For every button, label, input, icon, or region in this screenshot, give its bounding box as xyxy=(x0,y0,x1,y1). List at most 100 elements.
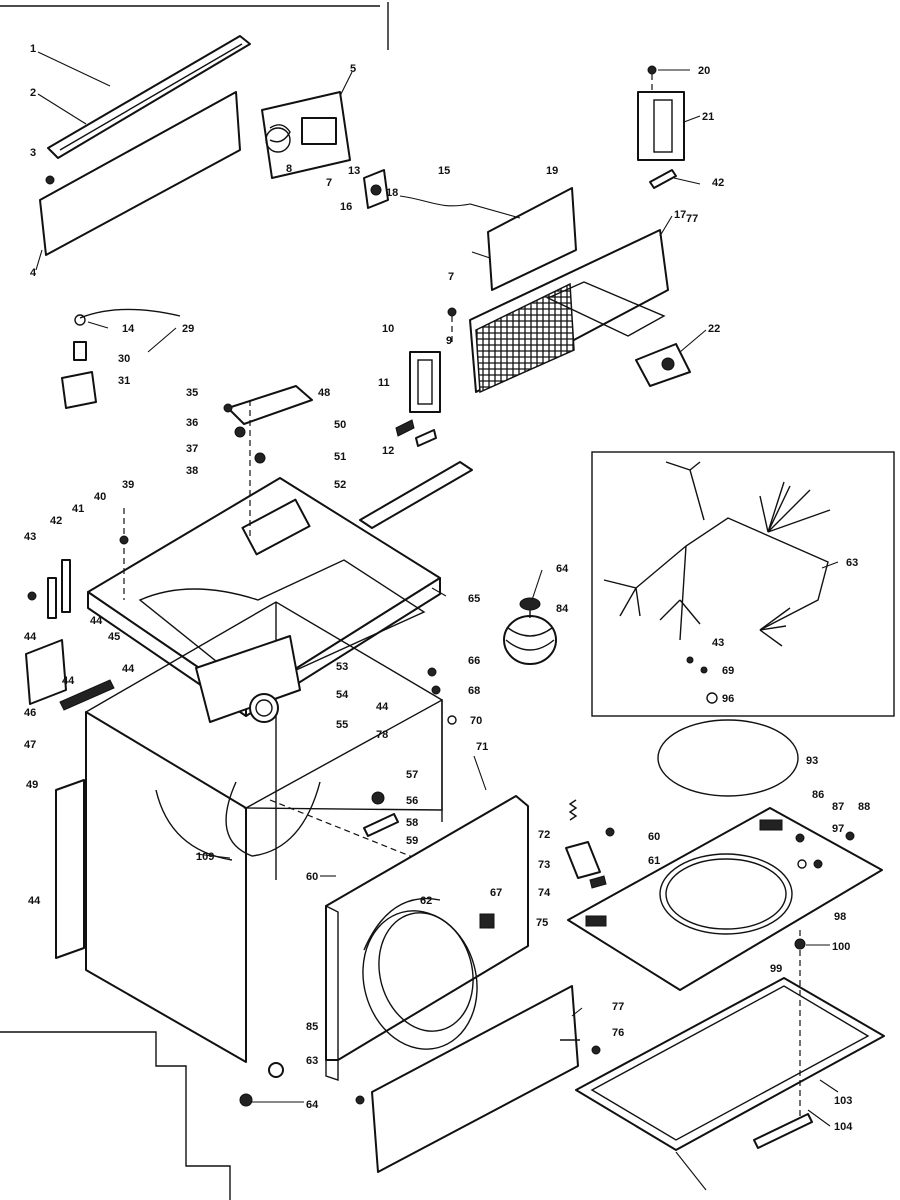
label-42a: 42 xyxy=(50,515,62,527)
label-21: 21 xyxy=(702,111,714,123)
clip-57 xyxy=(371,791,385,805)
control-panel-grille xyxy=(469,229,669,394)
left-hinge-brackets xyxy=(25,508,129,711)
label-15: 15 xyxy=(438,165,450,177)
label-10: 10 xyxy=(382,323,394,335)
left-side-panel xyxy=(55,779,85,959)
knob-22 xyxy=(635,343,691,387)
switch-cover-48 xyxy=(223,385,313,464)
label-64a: 64 xyxy=(306,1099,319,1111)
screw-76 xyxy=(591,1045,601,1055)
label-99: 99 xyxy=(770,963,782,975)
screw-88 xyxy=(845,831,855,841)
screw-64 xyxy=(239,1093,253,1107)
screw-3 xyxy=(45,175,55,185)
label-13: 13 xyxy=(348,165,360,177)
screw-66 xyxy=(427,667,437,677)
label-9: 9 xyxy=(446,335,452,347)
part-labels: 1 2 3 4 5 7 7 8 9 10 11 12 13 14 15 16 1… xyxy=(24,43,870,1133)
label-49: 49 xyxy=(26,779,38,791)
label-58: 58 xyxy=(406,817,418,829)
label-44c: 44 xyxy=(62,675,75,687)
label-55: 55 xyxy=(336,719,348,731)
label-7a: 7 xyxy=(326,177,332,189)
label-60a: 60 xyxy=(306,871,318,883)
label-43b: 43 xyxy=(712,637,724,649)
label-44d: 44 xyxy=(28,895,41,907)
label-47: 47 xyxy=(24,739,36,751)
label-12: 12 xyxy=(382,445,394,457)
label-63b: 63 xyxy=(846,557,858,569)
label-66: 66 xyxy=(468,655,480,667)
washer-70 xyxy=(447,715,457,725)
spring-assembly xyxy=(565,799,607,889)
label-86: 86 xyxy=(812,789,824,801)
label-72: 72 xyxy=(538,829,550,841)
label-14: 14 xyxy=(122,323,135,335)
label-17: 17 xyxy=(674,209,686,221)
console-rear-panel xyxy=(39,91,241,256)
label-41: 41 xyxy=(72,503,84,515)
scan-edge-steps xyxy=(0,1031,231,1200)
label-11: 11 xyxy=(378,377,390,389)
panel-outline-dashed xyxy=(546,281,666,337)
label-84: 84 xyxy=(556,603,569,615)
label-70: 70 xyxy=(470,715,482,727)
label-78: 78 xyxy=(376,729,388,741)
label-98: 98 xyxy=(834,911,846,923)
label-42b: 42 xyxy=(712,177,724,189)
label-62: 62 xyxy=(420,895,432,907)
wire-harness-inset xyxy=(591,451,895,717)
label-74: 74 xyxy=(538,887,551,899)
hinge-21 xyxy=(637,65,685,189)
cabinet xyxy=(85,601,443,1063)
switch-bracket xyxy=(363,169,389,209)
label-39: 39 xyxy=(122,479,134,491)
label-57: 57 xyxy=(406,769,418,781)
wire-leader xyxy=(399,195,521,219)
label-8: 8 xyxy=(286,163,292,175)
label-77b: 77 xyxy=(686,213,698,225)
base-plate xyxy=(567,807,883,991)
screw-bottom xyxy=(355,1095,365,1105)
label-56: 56 xyxy=(406,795,418,807)
label-69: 69 xyxy=(722,665,734,677)
screw-68 xyxy=(431,685,441,695)
label-1: 1 xyxy=(30,43,36,55)
washer-97 xyxy=(797,859,807,869)
label-76: 76 xyxy=(612,1027,624,1039)
leader-lines xyxy=(35,51,839,1127)
label-60b: 60 xyxy=(648,831,660,843)
screw-98 xyxy=(813,859,823,869)
label-44e: 44 xyxy=(376,701,389,713)
timer-assembly xyxy=(261,91,351,179)
label-50: 50 xyxy=(334,419,346,431)
front-panel xyxy=(325,795,529,1081)
label-43a: 43 xyxy=(24,531,36,543)
label-20: 20 xyxy=(698,65,710,77)
label-75: 75 xyxy=(536,917,548,929)
label-44f: 44 xyxy=(24,631,37,643)
label-37: 37 xyxy=(186,443,198,455)
label-52: 52 xyxy=(334,479,346,491)
label-44a: 44 xyxy=(90,615,103,627)
label-64b: 64 xyxy=(556,563,569,575)
label-19: 19 xyxy=(546,165,558,177)
clip-58 xyxy=(363,813,399,837)
screw-100 xyxy=(794,938,806,950)
clip-104 xyxy=(753,1113,813,1149)
label-73: 73 xyxy=(538,859,550,871)
roller-63 xyxy=(268,1062,284,1078)
label-65: 65 xyxy=(468,593,480,605)
lid-hinge-strap xyxy=(359,461,473,529)
label-103: 103 xyxy=(834,1095,852,1107)
label-46: 46 xyxy=(24,707,36,719)
label-5: 5 xyxy=(350,63,356,75)
screw-96 xyxy=(795,833,805,843)
label-63a: 63 xyxy=(306,1055,318,1067)
label-4: 4 xyxy=(30,267,37,279)
label-38: 38 xyxy=(186,465,198,477)
label-71: 71 xyxy=(476,741,488,753)
label-85: 85 xyxy=(306,1021,318,1033)
